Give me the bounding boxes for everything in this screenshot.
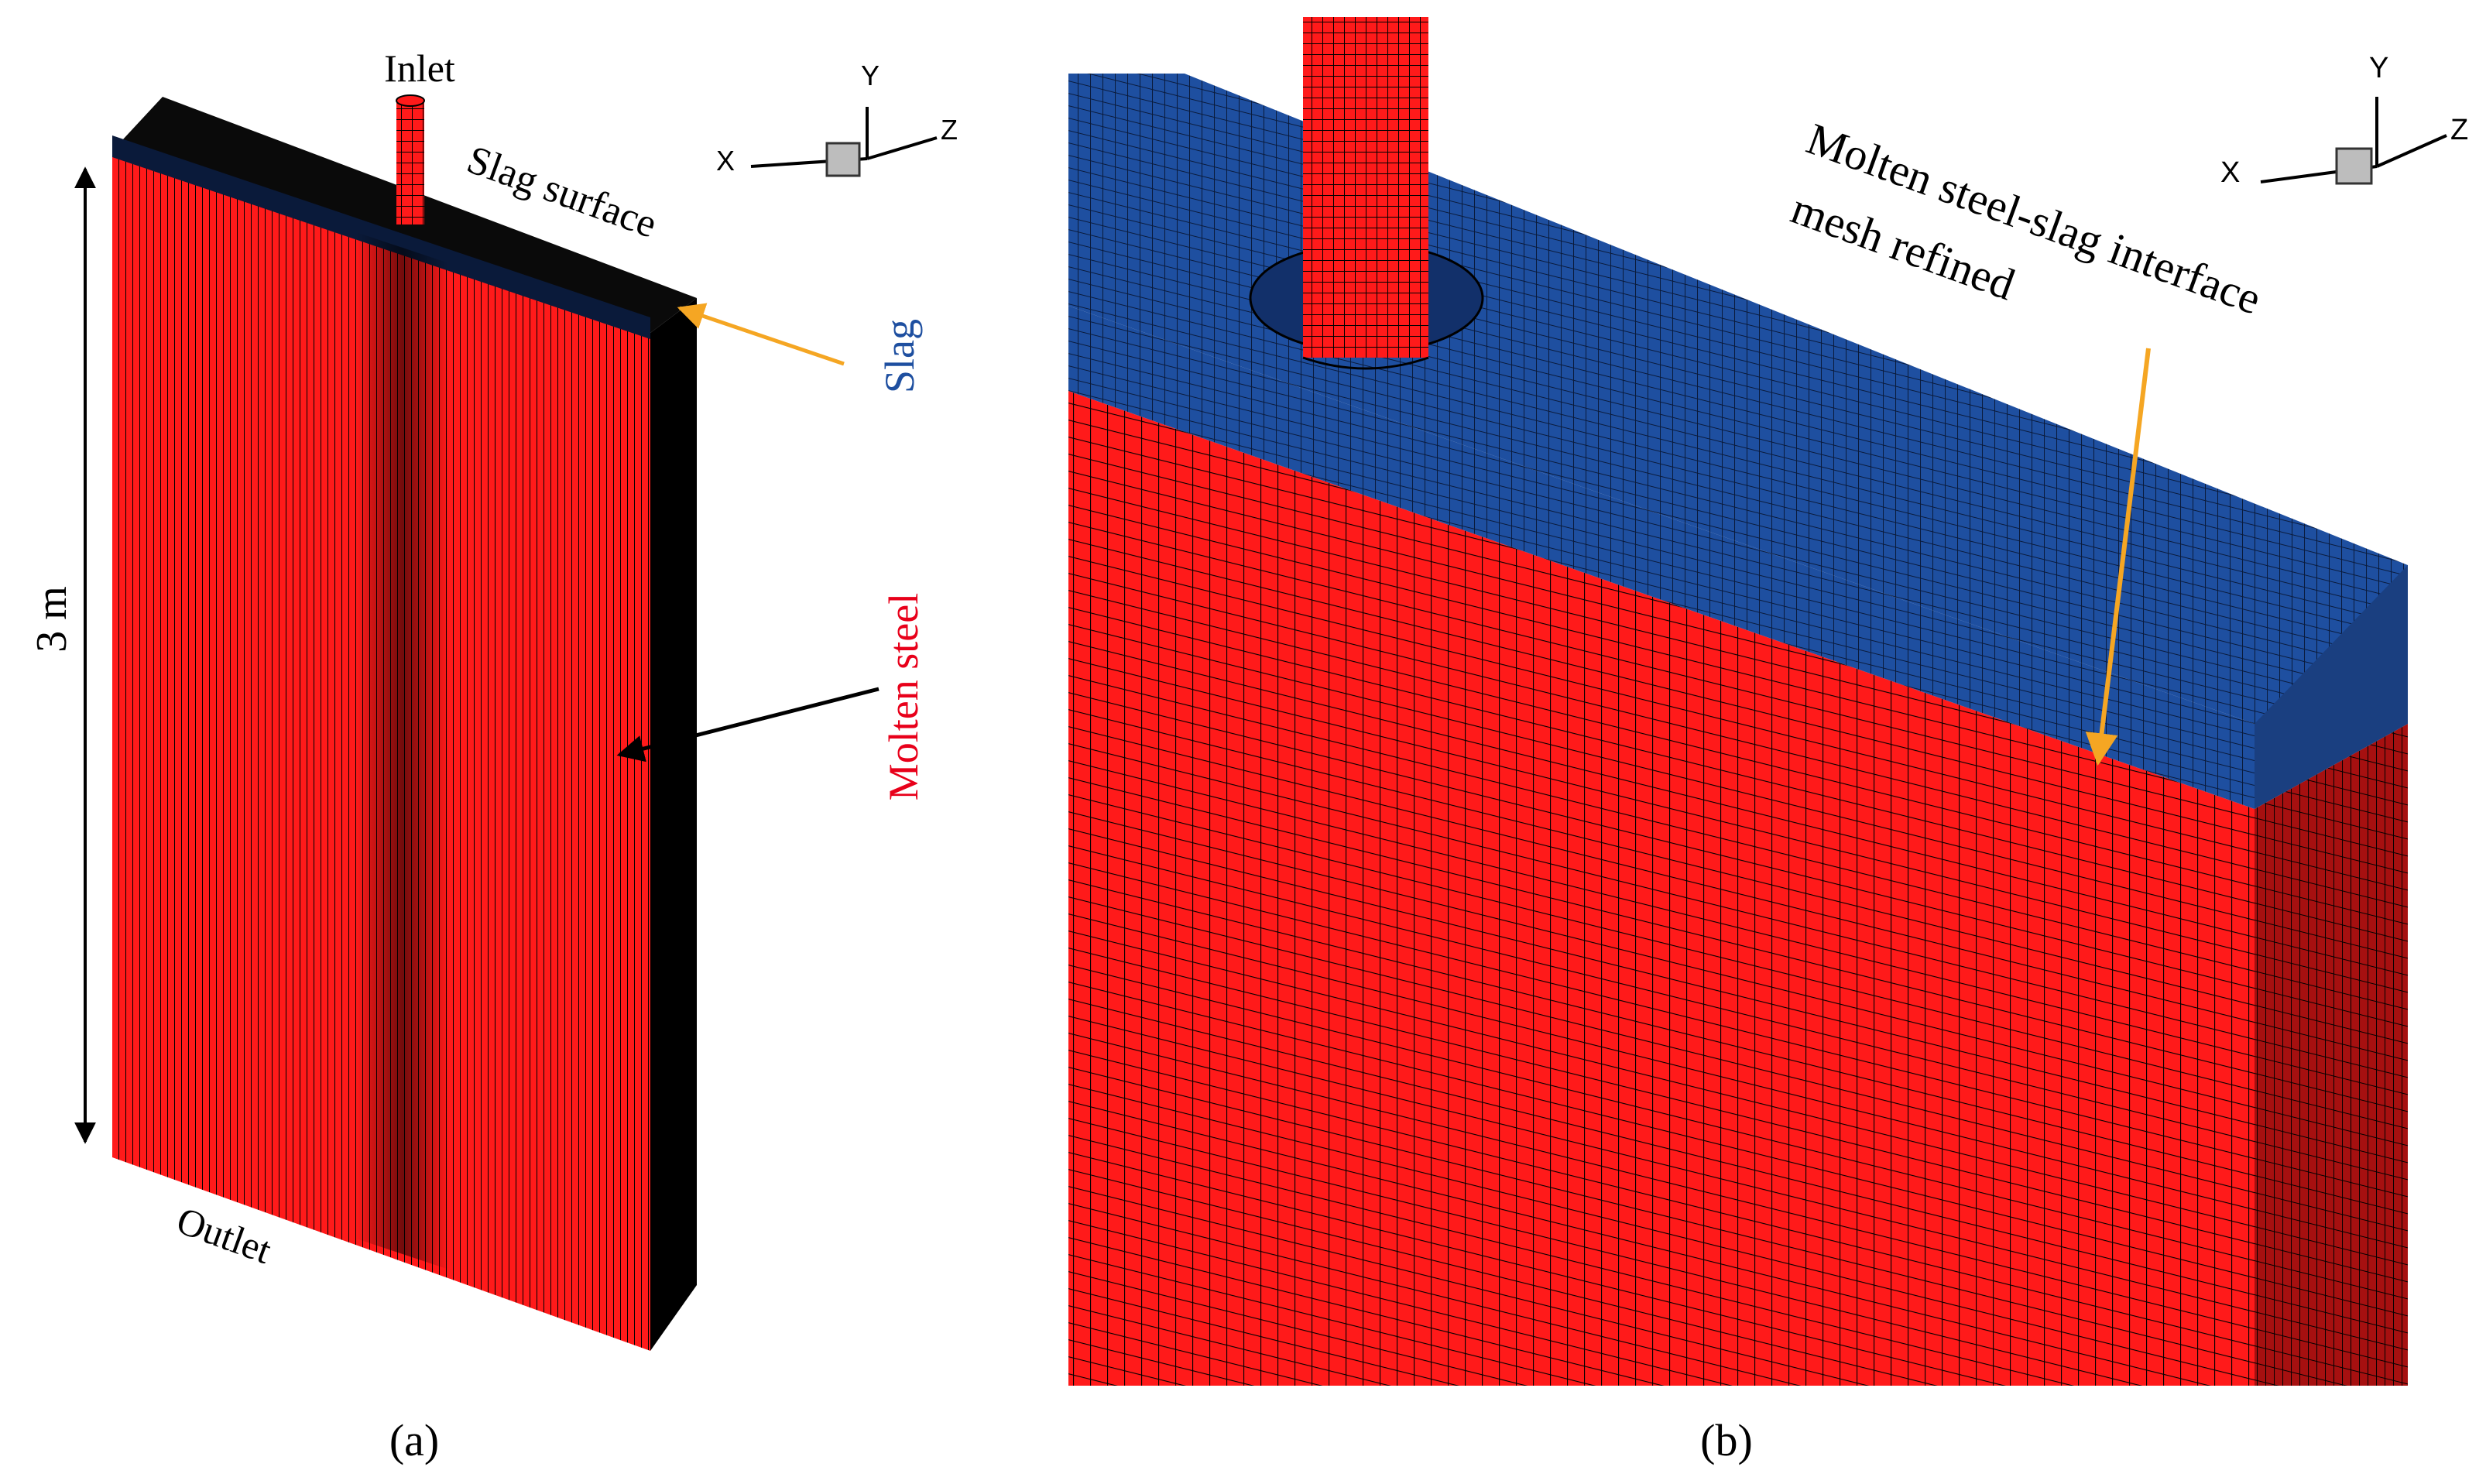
- axis-z-b: Z: [2450, 114, 2468, 146]
- zoom-side-face: [2255, 724, 2408, 1386]
- axis-triad-a: Y X Z: [716, 60, 958, 177]
- caption-a: (a): [389, 1415, 439, 1465]
- panel-a: 3 m Inlet Slag surface Slag Molten steel…: [28, 46, 958, 1465]
- zoom-slag-side: [2255, 565, 2408, 809]
- molten-steel-arrow: [616, 687, 880, 763]
- height-label: 3 m: [28, 586, 76, 653]
- molten-steel-label: Molten steel: [880, 593, 927, 800]
- axis-x-a: X: [716, 145, 735, 177]
- slag-label: Slag: [876, 319, 923, 393]
- interface-arrow: [2085, 348, 2151, 766]
- axis-x-b: X: [2220, 156, 2240, 189]
- panel-b: Molten steel-slag interface mesh refined…: [1068, 17, 2468, 1465]
- slag-layer-a: [112, 135, 650, 339]
- slag-arrow: [677, 303, 845, 366]
- axis-y-a: Y: [861, 60, 880, 91]
- inlet-nozzle-b: [1303, 17, 1428, 358]
- inlet-nozzle-a: [396, 101, 424, 224]
- caption-b: (b): [1700, 1415, 1753, 1465]
- jet-region: [356, 232, 449, 1270]
- inlet-label: Inlet: [384, 46, 455, 90]
- axis-y-b: Y: [2369, 52, 2388, 84]
- axis-z-a: Z: [941, 114, 958, 146]
- zoom-steel-face: [1068, 391, 2255, 1386]
- axis-triad-b: Y X Z: [2220, 52, 2468, 189]
- slab-side-face: [650, 298, 697, 1351]
- zoom-slag-front: [1068, 306, 2255, 809]
- inlet-nozzle-top: [396, 94, 425, 107]
